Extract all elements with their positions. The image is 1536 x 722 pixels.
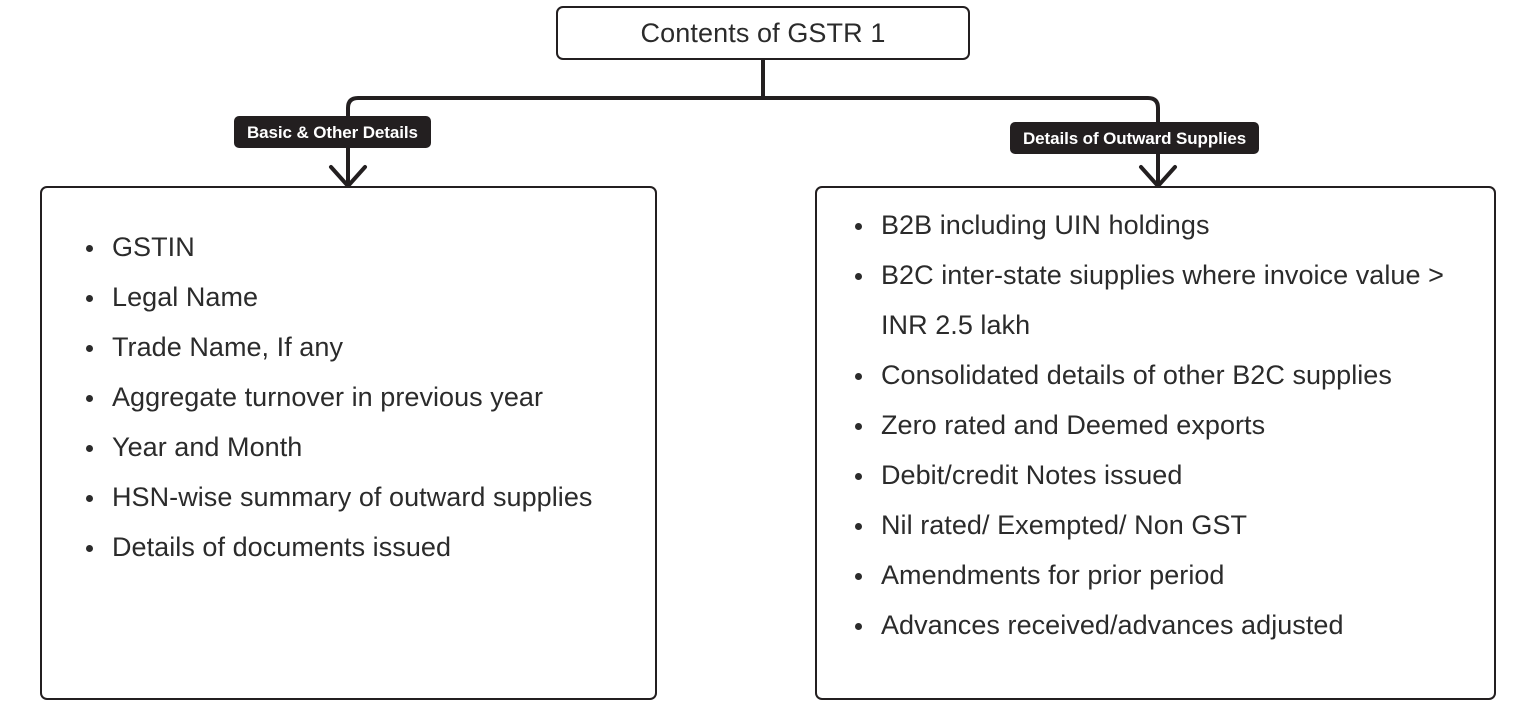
panel-basic-other-details: GSTIN Legal Name Trade Name, If any Aggr… (40, 186, 657, 700)
list-item: Amendments for prior period (847, 550, 1478, 600)
branch-badge-outward-supplies: Details of Outward Supplies (1010, 122, 1260, 154)
root-node-title: Contents of GSTR 1 (640, 17, 886, 48)
list-item: Trade Name, If any (78, 322, 637, 372)
branch-badge-label: Details of Outward Supplies (1023, 128, 1247, 148)
list-item: GSTIN (78, 222, 637, 272)
list-item: Legal Name (78, 272, 637, 322)
list-item: B2C inter-state siupplies where invoice … (847, 250, 1478, 350)
list-item: Details of documents issued (78, 522, 637, 572)
list-item: Nil rated/ Exempted/ Non GST (847, 500, 1478, 550)
list-item: Aggregate turnover in previous year (78, 372, 637, 422)
branch-badge-basic-other-details: Basic & Other Details (234, 116, 431, 148)
list-item: Zero rated and Deemed exports (847, 400, 1478, 450)
list-item: Debit/credit Notes issued (847, 450, 1478, 500)
bullet-list: B2B including UIN holdings B2C inter-sta… (817, 188, 1494, 650)
root-node: Contents of GSTR 1 (556, 6, 970, 60)
branch-bracket-line (346, 96, 1160, 186)
list-item: B2B including UIN holdings (847, 200, 1478, 250)
list-item: HSN-wise summary of outward supplies (78, 472, 637, 522)
list-item: Advances received/advances adjusted (847, 600, 1478, 650)
list-item: Consolidated details of other B2C suppli… (847, 350, 1478, 400)
list-item: Year and Month (78, 422, 637, 472)
branch-badge-label: Basic & Other Details (247, 122, 418, 142)
bullet-list: GSTIN Legal Name Trade Name, If any Aggr… (42, 188, 655, 572)
panel-outward-supplies: B2B including UIN holdings B2C inter-sta… (815, 186, 1496, 700)
